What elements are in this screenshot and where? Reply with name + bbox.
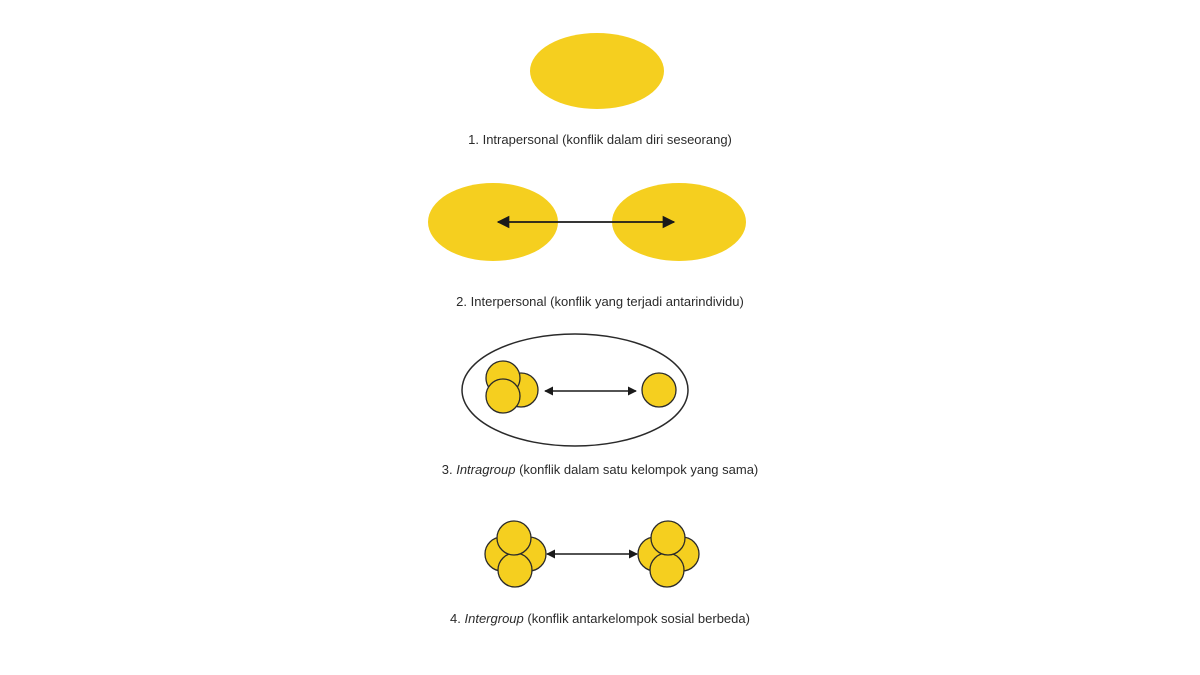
- member-circle: [649, 552, 685, 588]
- subgroup-cluster: [485, 360, 539, 414]
- caption-number: 1.: [468, 132, 479, 147]
- member-circle: [497, 552, 533, 588]
- caption-term: Intergroup: [464, 611, 524, 626]
- caption-term: Interpersonal: [470, 294, 547, 309]
- intrapersonal-figure: [530, 33, 664, 109]
- intragroup-caption: 3. Intragroup (konflik dalam satu kelomp…: [0, 461, 1200, 479]
- intergroup-caption: 4. Intergroup (konflik antarkelompok sos…: [0, 610, 1200, 628]
- interpersonal-figure: [428, 183, 746, 261]
- group-a-cluster: [484, 520, 547, 588]
- member-circle: [496, 520, 532, 556]
- interpersonal-caption: 2. Interpersonal (konflik yang terjadi a…: [0, 293, 1200, 311]
- caption-term: Intragroup: [456, 462, 516, 477]
- intragroup-figure: [461, 333, 689, 447]
- individual-b-ellipse: [612, 183, 746, 261]
- caption-description: (konflik antarkelompok sosial berbeda): [527, 611, 750, 626]
- group-b-cluster: [637, 520, 700, 588]
- member-circle: [650, 520, 686, 556]
- member-circle: [485, 378, 521, 414]
- caption-description: (konflik yang terjadi antarindividu): [550, 294, 744, 309]
- caption-description: (konflik dalam satu kelompok yang sama): [519, 462, 759, 477]
- self-ellipse: [530, 33, 664, 109]
- caption-number: 3.: [441, 462, 453, 477]
- caption-term: Intrapersonal: [482, 132, 559, 147]
- caption-number: 4.: [450, 611, 461, 626]
- group-boundary-ellipse: [461, 333, 689, 447]
- caption-number: 2.: [456, 294, 468, 309]
- caption-description: (konflik dalam diri seseorang): [562, 132, 732, 147]
- intergroup-figure: [484, 520, 700, 588]
- single-member-circle: [641, 372, 677, 408]
- intrapersonal-caption: 1. Intrapersonal (konflik dalam diri ses…: [0, 131, 1200, 149]
- individual-a-ellipse: [428, 183, 558, 261]
